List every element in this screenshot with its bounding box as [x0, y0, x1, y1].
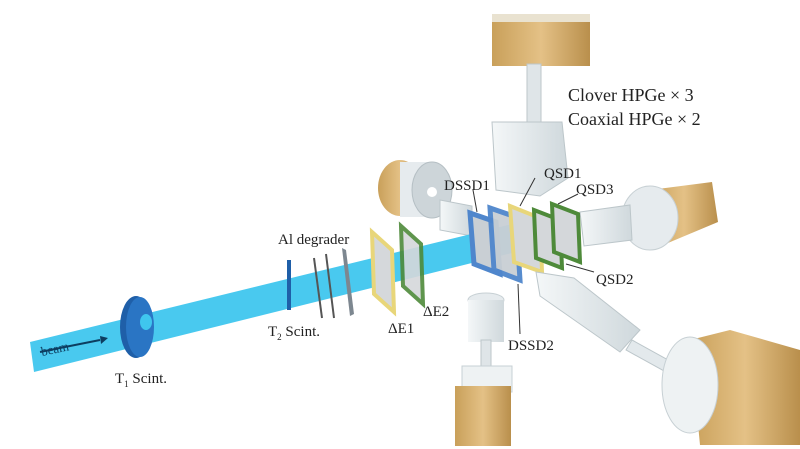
beam-line: beam	[30, 222, 524, 372]
coaxial-hpge-label: Coaxial HPGe × 2	[568, 109, 701, 129]
coaxial-detector-bottom-left	[455, 292, 513, 446]
delta-e1-detector	[369, 227, 397, 317]
clover-detector-left	[378, 160, 473, 237]
coaxial-detector-bottom-right	[535, 271, 800, 445]
beam-arrow-icon	[39, 339, 101, 353]
clover-detector-right	[579, 182, 718, 251]
al-degrader	[313, 248, 354, 319]
clover-hpge-label: Clover HPGe × 3	[568, 85, 694, 105]
delta-e1-label: ΔE1	[388, 321, 414, 337]
delta-e2-detector	[398, 221, 426, 309]
t2-scintillator	[287, 260, 291, 310]
t2-scint-label: T2 Scint.	[268, 324, 320, 342]
delta-e2-label: ΔE2	[423, 304, 449, 320]
label-pointers	[472, 177, 595, 335]
qsd2-label: QSD2	[596, 272, 634, 288]
beam-label: beam	[40, 338, 71, 359]
qsd1-label: QSD1	[544, 166, 582, 182]
dssd1-label: DSSD1	[444, 178, 490, 194]
qsd3-label: QSD3	[576, 182, 614, 198]
al-degrader-label: Al degrader	[278, 232, 349, 248]
dssd2-label: DSSD2	[508, 338, 554, 354]
t1-scintillator	[120, 296, 154, 358]
t1-scint-label: T1 Scint.	[115, 371, 167, 389]
clover-detector-top	[491, 14, 590, 197]
qsd3-detector	[549, 201, 583, 265]
